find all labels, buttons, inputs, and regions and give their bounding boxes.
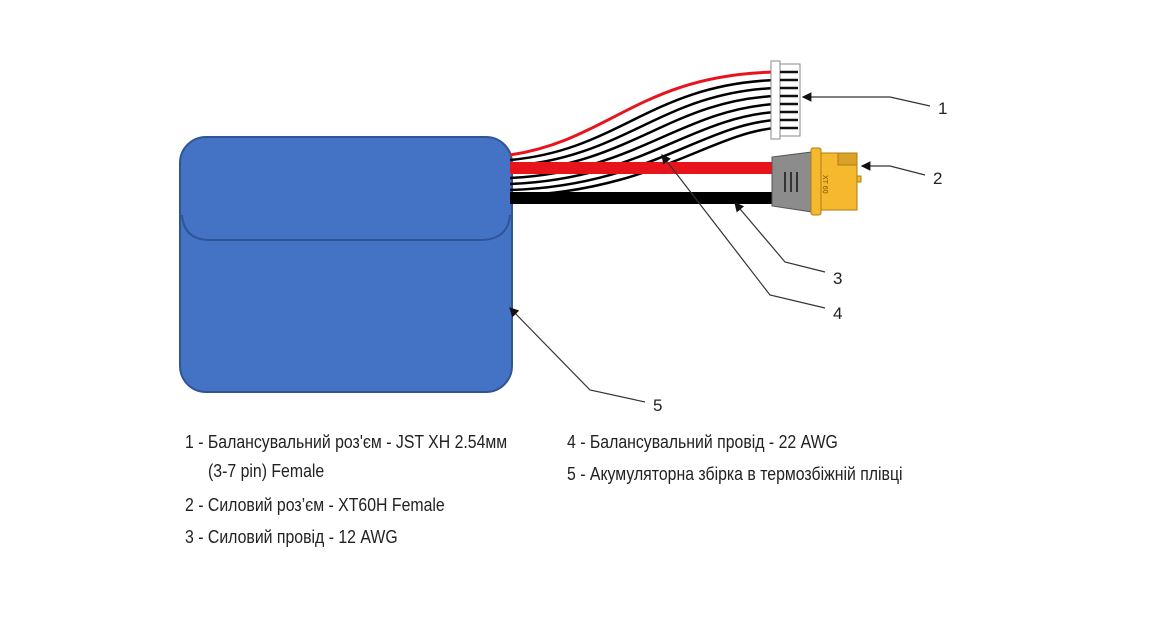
callout-4: 4 xyxy=(833,304,842,323)
callout-1: 1 xyxy=(938,99,947,118)
legend-item-3: 3 - Силовий провід - 12 AWG xyxy=(185,527,398,547)
callout-2: 2 xyxy=(933,169,942,188)
legend-item-1-cont: (3-7 pin) Female xyxy=(208,461,325,481)
legend-item-5: 5 - Акумуляторна збірка в термозбіжній п… xyxy=(567,464,903,484)
legend-item-4: 4 - Балансувальний провід - 22 AWG xyxy=(567,432,838,452)
callout-5: 5 xyxy=(653,396,662,415)
xt60-connector: XT 60 xyxy=(771,147,862,216)
red-power-wire xyxy=(510,162,775,174)
balance-wires xyxy=(509,70,776,198)
legend-item-1: 1 - Балансувальний роз'єм - JST XH 2.54м… xyxy=(185,432,508,452)
black-power-wire xyxy=(510,192,775,204)
legend-item-2: 2 - Силовий роз’єм - XT60H Female xyxy=(185,495,445,515)
leader-lines xyxy=(509,92,931,403)
callout-3: 3 xyxy=(833,269,842,288)
battery-pack xyxy=(179,136,513,393)
xt60-label: XT 60 xyxy=(821,175,828,194)
jst-xh-connector xyxy=(770,60,801,140)
